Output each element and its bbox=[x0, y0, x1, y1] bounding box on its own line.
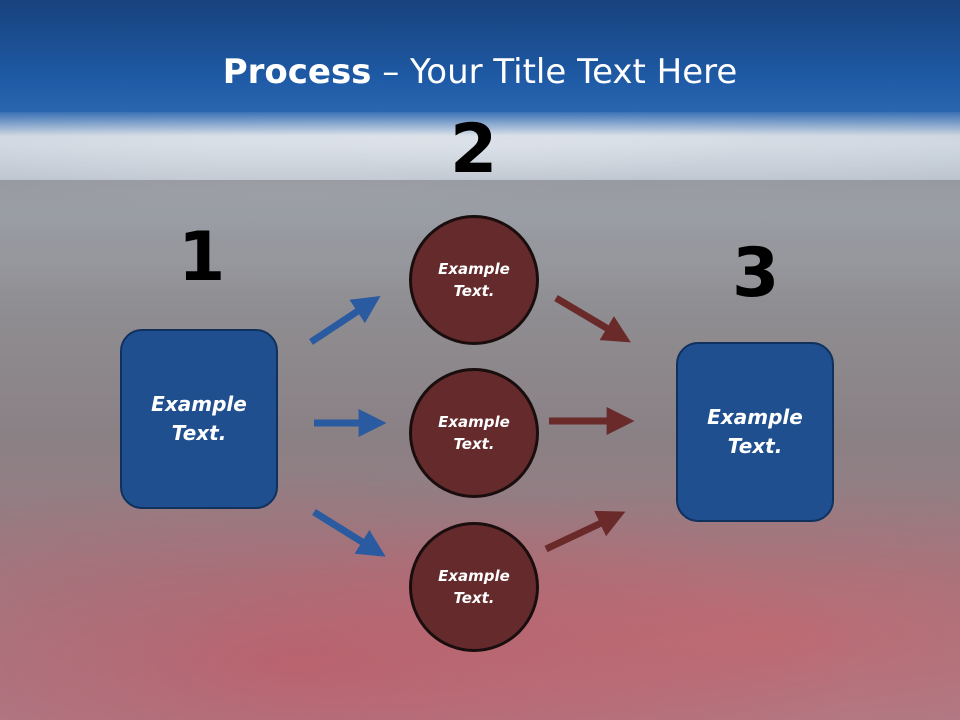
arrow-blue-down bbox=[312, 509, 386, 557]
step-number-1: 1 bbox=[178, 218, 226, 297]
arrow-red-up bbox=[544, 510, 626, 553]
circle-middle[interactable]: Example Text. bbox=[409, 368, 539, 498]
step-number-2: 2 bbox=[450, 110, 498, 189]
step-number-3: 3 bbox=[732, 234, 780, 313]
arrow-red-down bbox=[554, 294, 631, 343]
title-rest: – Your Title Text Here bbox=[371, 52, 738, 92]
title-bold: Process bbox=[222, 52, 372, 92]
arrow-blue-up bbox=[309, 296, 381, 345]
slide-title[interactable]: Process – Your Title Text Here bbox=[0, 52, 960, 92]
circle-bottom[interactable]: Example Text. bbox=[409, 522, 539, 652]
right-process-box[interactable]: Example Text. bbox=[676, 342, 834, 522]
title-banner bbox=[0, 0, 960, 136]
circle-top[interactable]: Example Text. bbox=[409, 215, 539, 345]
left-process-box[interactable]: Example Text. bbox=[120, 329, 278, 509]
